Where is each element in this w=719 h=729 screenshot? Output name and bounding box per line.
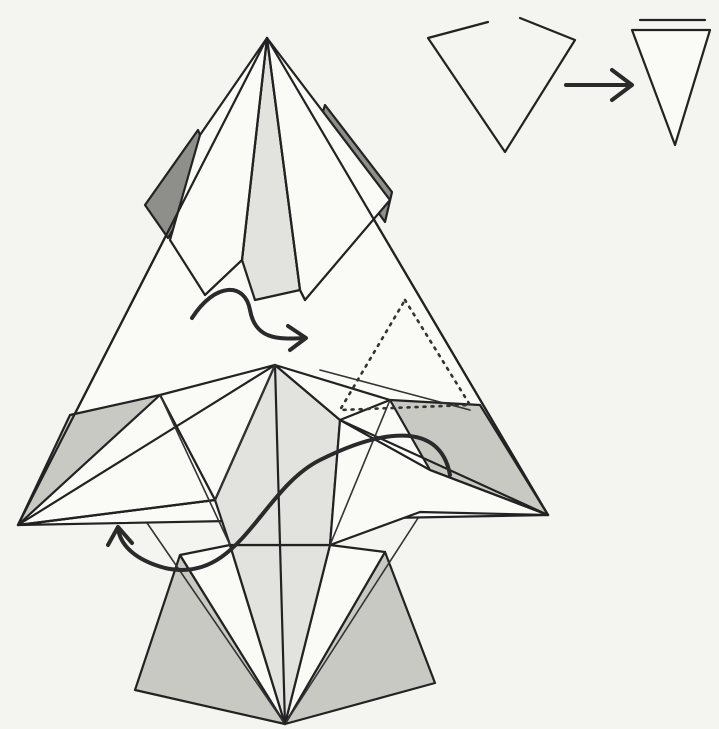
folded-triangle-icon xyxy=(632,30,710,145)
inset-triangle-open xyxy=(428,18,575,152)
triangle-fold-inset-icon xyxy=(428,18,710,152)
